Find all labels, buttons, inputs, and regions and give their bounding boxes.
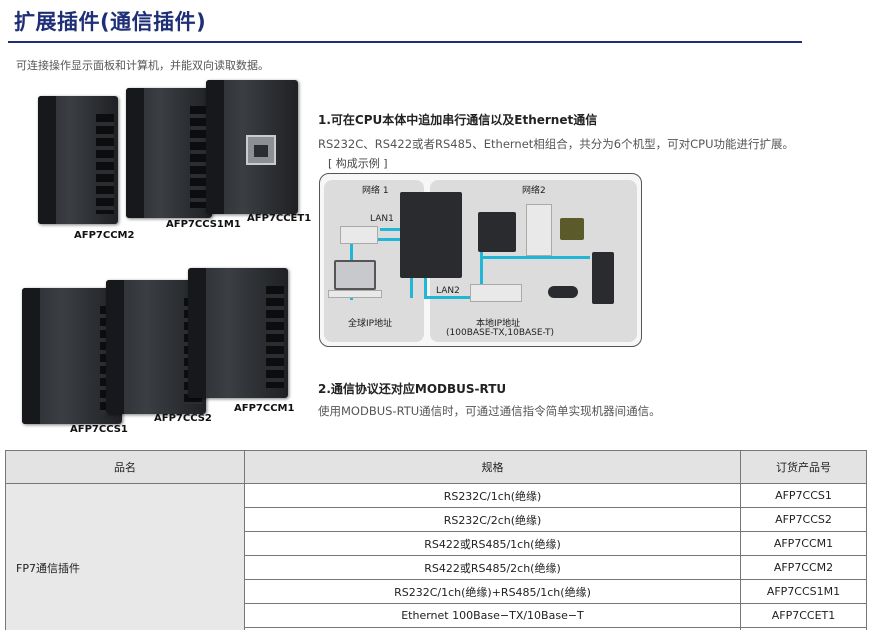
table-row-empty <box>6 627 867 630</box>
cable <box>480 236 483 298</box>
header-spec: 规格 <box>244 450 741 484</box>
cable <box>480 256 590 259</box>
table-row: FP7通信插件 RS232C/1ch(绝缘) AFP7CCS1 <box>5 483 867 630</box>
spec-cell: RS232C/2ch(绝缘) <box>244 507 741 532</box>
product-label: AFP7CCS2 <box>154 413 212 424</box>
code-cell: AFP7CCET1 <box>740 603 867 628</box>
intro-text: 可连接操作显示面板和计算机，并能双向读取数据。 <box>16 59 269 72</box>
laptop-base <box>328 290 382 298</box>
header-order-code: 订货产品号 <box>740 450 867 484</box>
product-label: AFP7CCS1M1 <box>166 219 241 230</box>
feature1-text: RS232C、RS422或者RS485、Ethernet相组合，共分为6个机型，… <box>318 137 794 151</box>
spec-cell: RS232C/1ch(绝缘) <box>244 483 741 508</box>
table-row: RS232C/2ch(绝缘) AFP7CCS2 <box>6 507 867 532</box>
diagram-caption: [ 构成示例 ] <box>328 157 388 170</box>
product-label: AFP7CCM1 <box>234 403 295 414</box>
spec-cell: RS422或RS485/2ch(绝缘) <box>244 555 741 580</box>
camera-controller <box>592 252 614 304</box>
cable <box>380 228 410 231</box>
table-header-row: 品名 规格 订货产品号 <box>5 450 867 484</box>
laptop-icon <box>334 260 376 290</box>
plc-cpu <box>400 192 462 278</box>
code-cell: AFP7CCM2 <box>740 555 867 580</box>
sensor-device <box>560 218 584 240</box>
feature2-text: 使用MODBUS-RTU通信时，可通过通信指令简单实现机器间通信。 <box>318 404 661 418</box>
local-ip-label: 本地IP地址 <box>476 319 521 329</box>
network2-label: 网络2 <box>522 186 546 196</box>
cable <box>350 238 412 241</box>
table-row: RS232C/1ch(绝缘)+RS485/1ch(绝缘) AFP7CCS1M1 <box>6 579 867 604</box>
page-title: 扩展插件(通信插件) <box>14 10 207 34</box>
module-afp7ccet1 <box>206 80 298 214</box>
spec-cell: RS232C/1ch(绝缘)+RS485/1ch(绝缘) <box>244 579 741 604</box>
ethernet-port <box>246 135 276 165</box>
code-cell: AFP7CCS2 <box>740 507 867 532</box>
code-cell: AFP7CCM1 <box>740 531 867 556</box>
feature1-heading: 1.可在CPU本体中追加串行通信以及Ethernet通信 <box>318 113 598 127</box>
lan1-label: LAN1 <box>370 214 394 224</box>
feature2-heading: 2.通信协议还对应MODBUS-RTU <box>318 382 507 396</box>
cable <box>424 296 484 299</box>
table-row: RS422或RS485/1ch(绝缘) AFP7CCM1 <box>6 531 867 556</box>
title-divider <box>8 41 802 43</box>
product-label: AFP7CCS1 <box>70 424 128 435</box>
code-cell: AFP7CCS1 <box>740 483 867 508</box>
spec-cell: RS422或RS485/1ch(绝缘) <box>244 531 741 556</box>
controller-device <box>526 204 552 256</box>
network1-label: 网络 1 <box>362 186 389 196</box>
product-photo-group: AFP7CCM2 AFP7CCS1M1 AFP7CCET1 AFP7CCS1 A… <box>18 76 318 440</box>
product-label: AFP7CCM2 <box>74 230 135 241</box>
product-label: AFP7CCET1 <box>247 213 312 224</box>
module-afp7ccm2 <box>38 96 118 224</box>
header-product-name: 品名 <box>5 450 245 484</box>
switch-device <box>470 284 522 302</box>
spec-table: 品名 规格 订货产品号 FP7通信插件 RS232C/1ch(绝缘) AFP7C… <box>5 450 867 630</box>
global-ip-label: 全球IP地址 <box>348 319 393 329</box>
module-afp7ccs1m1 <box>126 88 212 218</box>
module-afp7ccm1 <box>188 268 288 398</box>
network-diagram: 网络 1 网络2 LAN1 全球IP地址 LAN2 本地IP地址 (100BAS… <box>319 173 642 347</box>
plc-unit <box>478 212 516 252</box>
spec-cell: Ethernet 100Base−TX/10Base−T <box>244 603 741 628</box>
lan2-label: LAN2 <box>436 286 460 296</box>
code-cell: AFP7CCS1M1 <box>740 579 867 604</box>
code-cell-empty <box>740 627 867 630</box>
product-group-cell: FP7通信插件 <box>5 483 245 630</box>
local-ip-sub-label: (100BASE-TX,10BASE-T) <box>446 328 554 338</box>
router-device <box>340 226 378 244</box>
camera-icon <box>548 286 578 298</box>
table-row: RS422或RS485/2ch(绝缘) AFP7CCM2 <box>6 555 867 580</box>
